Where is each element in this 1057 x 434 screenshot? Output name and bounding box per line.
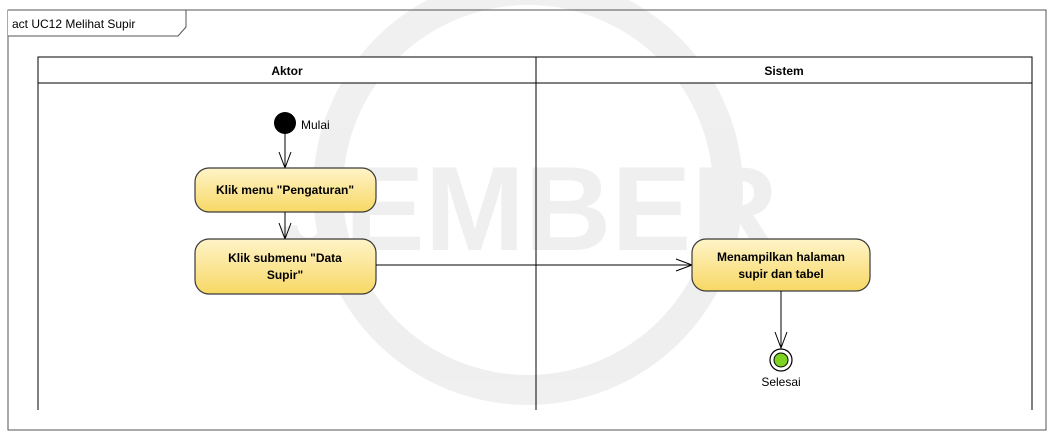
- frame-title-tab: [8, 9, 187, 37]
- action-menampilkan-halaman-line1: Menampilkan halaman: [717, 250, 845, 264]
- action-klik-menu-pengaturan-text: Klik menu "Pengaturan": [216, 183, 354, 197]
- action-klik-submenu-data-supir: [194, 238, 377, 295]
- diagram-frame: [7, 9, 1047, 431]
- final-node-label: Selesai: [761, 375, 800, 389]
- lane-header-row: [37, 56, 1033, 84]
- action-klik-submenu-data-supir-line1: Klik submenu "Data: [228, 251, 342, 265]
- lane-header-sistem: Sistem: [764, 64, 803, 78]
- lane-header-aktor: Aktor: [271, 64, 303, 78]
- action-menampilkan-halaman-line2: supir dan tabel: [738, 267, 823, 281]
- action-menampilkan-halaman: [691, 238, 871, 292]
- action-klik-submenu-data-supir-line2: Supir": [267, 268, 303, 282]
- initial-node-label: Mulai: [301, 118, 330, 132]
- frame-title: act UC12 Melihat Supir: [12, 17, 135, 31]
- final-node-inner: [773, 352, 789, 368]
- initial-node: [274, 112, 296, 134]
- arrowhead-icon: [774, 331, 788, 350]
